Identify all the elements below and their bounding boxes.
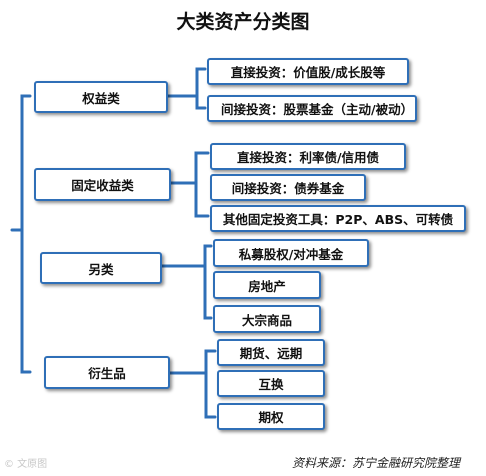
- item-box: 期权: [217, 403, 325, 430]
- item-box: 间接投资：债券基金: [210, 174, 366, 201]
- item-label: 私募股权/对冲基金: [238, 246, 344, 262]
- fixed-income-bracket: [194, 151, 210, 218]
- category-box-alternative: 另类: [40, 252, 162, 284]
- item-label: 直接投资：利率债/信用债: [236, 150, 380, 165]
- main-bracket: [20, 94, 32, 374]
- derivatives-bracket: [204, 349, 217, 419]
- category-box-equity: 权益类: [34, 81, 168, 113]
- item-label: 间接投资：债券基金: [231, 181, 345, 196]
- item-box: 其他固定投资工具：P2P、ABS、可转债: [210, 205, 466, 232]
- item-label: 互换: [258, 377, 284, 392]
- source-note: 资料来源：苏宁金融研究院整理: [291, 456, 460, 470]
- item-box: 间接投资：股票基金（主动/被动）: [207, 95, 417, 122]
- watermark: © 文原图: [4, 459, 48, 470]
- category-label: 权益类: [82, 90, 120, 106]
- category-box-derivatives: 衍生品: [44, 356, 170, 389]
- item-label: 大宗商品: [241, 312, 292, 328]
- category-label: 固定收益类: [71, 178, 134, 193]
- category-label: 另类: [88, 261, 114, 277]
- item-box: 期货、远期: [217, 339, 325, 366]
- item-box: 私募股权/对冲基金: [213, 239, 369, 267]
- item-label: 期权: [258, 410, 284, 425]
- diagram-title: 大类资产分类图: [176, 11, 310, 33]
- item-box: 大宗商品: [213, 305, 321, 333]
- item-label: 期货、远期: [239, 346, 303, 361]
- item-label: 间接投资：股票基金（主动/被动）: [221, 102, 414, 117]
- item-label: 房地产: [248, 278, 286, 294]
- item-box: 互换: [217, 370, 325, 397]
- item-label: 其他固定投资工具：P2P、ABS、可转债: [222, 212, 454, 227]
- item-box: 房地产: [213, 271, 321, 299]
- alternative-bracket: [203, 244, 213, 320]
- item-label: 直接投资：价值股/成长股等: [230, 65, 386, 80]
- category-box-fixed-income: 固定收益类: [34, 168, 171, 201]
- item-box: 直接投资：利率债/信用债: [210, 143, 406, 170]
- item-box: 直接投资：价值股/成长股等: [207, 58, 409, 85]
- category-label: 衍生品: [88, 366, 126, 381]
- equity-bracket: [195, 67, 207, 110]
